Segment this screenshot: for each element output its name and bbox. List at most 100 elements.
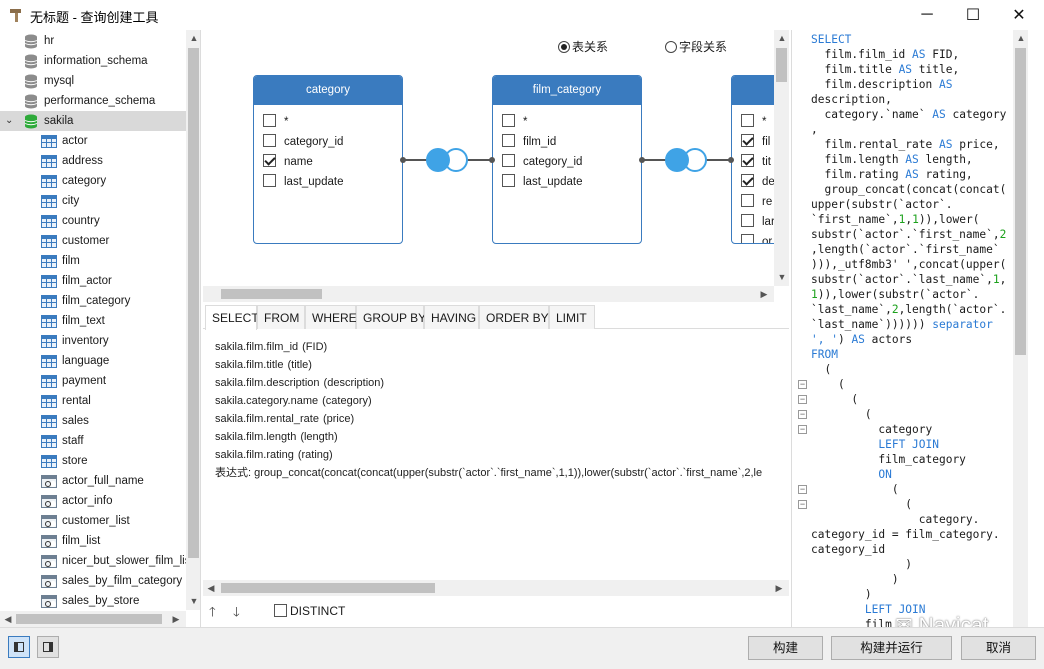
select-field-row[interactable]: sakila.category.name(category) [215, 392, 372, 410]
tree-object-payment[interactable]: payment [0, 371, 186, 391]
checkbox-checked-icon[interactable] [741, 134, 754, 147]
checkbox-icon[interactable] [741, 234, 754, 243]
tree-database-performance_schema[interactable]: performance_schema [0, 91, 186, 111]
entity-field[interactable]: * [263, 112, 288, 132]
entity-field[interactable]: de [741, 172, 775, 192]
radio-table-relation[interactable]: 表关系 [558, 40, 608, 54]
tree-database-sakila[interactable]: ⌄sakila [0, 111, 186, 131]
tab-where[interactable]: WHERE [305, 305, 357, 329]
entity-field[interactable]: or [741, 232, 772, 243]
checkbox-icon[interactable] [502, 134, 515, 147]
tree-object-language[interactable]: language [0, 351, 186, 371]
relation-node-icon[interactable] [426, 148, 450, 172]
sql-scroll-thumb[interactable] [1015, 48, 1026, 355]
scroll-right-icon[interactable]: ▶ [172, 614, 180, 624]
fold-toggle-icon[interactable]: − [798, 484, 807, 494]
sql-vertical-scrollbar[interactable]: ▲ [1013, 30, 1028, 627]
tree-vertical-scrollbar[interactable]: ▲ ▼ [186, 30, 200, 610]
select-field-row[interactable]: sakila.film.length(length) [215, 428, 338, 446]
expand-chevron-icon[interactable]: ⌄ [5, 115, 14, 126]
tab-from[interactable]: FROM [257, 305, 305, 329]
entity-field[interactable]: re [741, 192, 772, 212]
fields-horizontal-scrollbar[interactable]: ◀ ▶ [203, 580, 789, 596]
tree-object-city[interactable]: city [0, 191, 186, 211]
tab-limit[interactable]: LIMIT [549, 305, 595, 329]
entity-title[interactable]: film_category [493, 76, 641, 105]
close-icon[interactable]: ✕ [1012, 7, 1026, 24]
entity-field[interactable]: category_id [263, 132, 343, 152]
entity-field[interactable]: fil [741, 132, 770, 152]
tree-horizontal-scrollbar[interactable]: ◀ ▶ [0, 611, 186, 627]
select-field-row[interactable]: sakila.film.rental_rate(price) [215, 410, 354, 428]
entity-field[interactable]: category_id [502, 152, 582, 172]
checkbox-icon[interactable] [263, 114, 276, 127]
tree-object-sales-by-store[interactable]: sales_by_store [0, 591, 186, 611]
tree-object-customer[interactable]: customer [0, 231, 186, 251]
checkbox-checked-icon[interactable] [741, 154, 754, 167]
diagram-scroll-thumb[interactable] [776, 48, 787, 82]
scroll-down-icon[interactable]: ▼ [777, 272, 787, 282]
fold-toggle-icon[interactable]: − [798, 394, 807, 404]
tree-object-nicer-but-slower-film-list[interactable]: nicer_but_slower_film_list [0, 551, 194, 571]
select-field-list[interactable]: sakila.film.film_id(FID)sakila.film.titl… [203, 330, 789, 580]
tree-object-staff[interactable]: staff [0, 431, 186, 451]
layout-left-icon[interactable] [8, 636, 30, 658]
fields-hscroll-thumb[interactable] [221, 583, 435, 593]
checkbox-icon[interactable] [502, 114, 515, 127]
move-up-icon[interactable]: 🡑 [209, 604, 216, 619]
layout-right-icon[interactable] [37, 636, 59, 658]
diagram-horizontal-scrollbar[interactable]: ▶ [203, 286, 774, 302]
tree-object-film[interactable]: film [0, 251, 186, 271]
select-field-row[interactable]: sakila.film.description(description) [215, 374, 384, 392]
fold-toggle-icon[interactable]: − [798, 409, 807, 419]
select-field-row[interactable]: 表达式: group_concat(concat(concat(upper(su… [215, 464, 766, 482]
tree-object-film-actor[interactable]: film_actor [0, 271, 186, 291]
select-field-row[interactable]: sakila.film.film_id(FID) [215, 338, 327, 356]
entity-field[interactable]: last_update [502, 172, 582, 192]
tree-database-mysql[interactable]: mysql [0, 71, 186, 91]
scroll-up-icon[interactable]: ▲ [777, 33, 787, 43]
checkbox-icon[interactable] [502, 154, 515, 167]
tree-object-rental[interactable]: rental [0, 391, 186, 411]
cancel-button[interactable]: 取消 [961, 636, 1036, 660]
tab-group-by[interactable]: GROUP BY [356, 305, 426, 329]
tree-database-information_schema[interactable]: information_schema [0, 51, 186, 71]
tree-object-sales[interactable]: sales [0, 411, 186, 431]
tree-hscroll-thumb[interactable] [16, 614, 162, 624]
fold-toggle-icon[interactable]: − [798, 499, 807, 509]
checkbox-icon[interactable] [741, 114, 754, 127]
tree-object-actor-info[interactable]: actor_info [0, 491, 186, 511]
entity-field[interactable]: * [741, 112, 766, 132]
entity-field[interactable]: film_id [502, 132, 556, 152]
scroll-up-icon[interactable]: ▲ [1016, 33, 1026, 43]
distinct-checkbox[interactable]: DISTINCT [274, 604, 345, 618]
move-down-icon[interactable]: 🡓 [233, 604, 240, 619]
tree-object-customer-list[interactable]: customer_list [0, 511, 186, 531]
maximize-icon[interactable]: ☐ [965, 7, 981, 24]
scroll-left-icon[interactable]: ◀ [4, 614, 12, 624]
scroll-left-icon[interactable]: ◀ [207, 583, 215, 593]
scroll-right-icon[interactable]: ▶ [760, 289, 768, 299]
tree-database-hr[interactable]: hr [0, 31, 186, 51]
tree-object-store[interactable]: store [0, 451, 186, 471]
radio-field-relation[interactable]: 字段关系 [665, 40, 727, 54]
tab-order-by[interactable]: ORDER BY [479, 305, 549, 329]
build-button[interactable]: 构建 [748, 636, 823, 660]
entity-field[interactable]: lar [741, 212, 775, 232]
fold-toggle-icon[interactable]: − [798, 379, 807, 389]
tree-object-sales-by-film-category[interactable]: sales_by_film_category [0, 571, 186, 591]
entity-field[interactable]: * [502, 112, 527, 132]
tab-select[interactable]: SELECT [205, 305, 259, 330]
minimize-icon[interactable]: ─ [921, 6, 933, 23]
scroll-right-icon[interactable]: ▶ [775, 583, 783, 593]
checkbox-checked-icon[interactable] [741, 174, 754, 187]
tree-object-inventory[interactable]: inventory [0, 331, 186, 351]
checkbox-icon[interactable] [502, 174, 515, 187]
tree-object-address[interactable]: address [0, 151, 186, 171]
relation-node-icon[interactable] [665, 148, 689, 172]
build-and-run-button[interactable]: 构建并运行 [831, 636, 952, 660]
fold-toggle-icon[interactable]: − [798, 424, 807, 434]
tree-scroll-thumb[interactable] [188, 48, 199, 558]
